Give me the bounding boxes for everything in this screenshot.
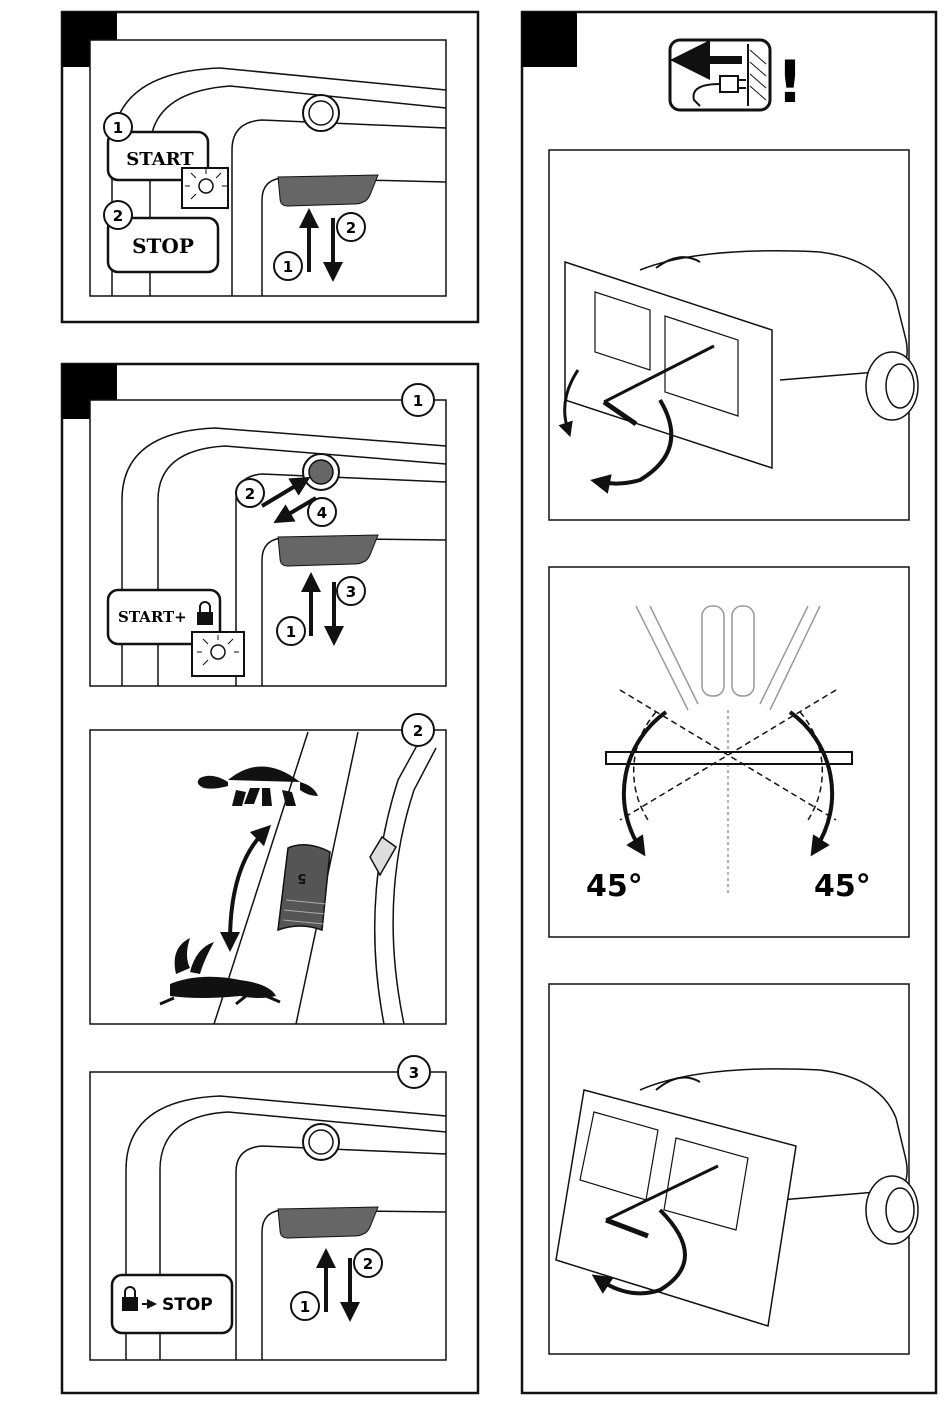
subpanel-bevel-angle: 45° 45° [549, 567, 909, 937]
stop-label: STOP [132, 234, 194, 258]
lock-stop-label: STOP [162, 1295, 213, 1315]
angle-left-label: 45° [586, 869, 643, 904]
subpanel-lock-on: 2 4 1 3 START+ 1 [90, 384, 446, 686]
start-label: START [126, 149, 194, 170]
subpanel-badge: 1 [413, 392, 423, 410]
step-number: 1 [113, 119, 123, 137]
start-lock-label: START+ [118, 608, 187, 626]
subpanel-badge: 2 [413, 722, 423, 740]
arrow-number: 1 [300, 1298, 310, 1316]
subpanel-unlock-base [549, 150, 918, 520]
warning-mark: ! [777, 48, 803, 116]
arrow-number: 4 [317, 504, 327, 522]
panel-bevel-adjust: ! 45° 4 [522, 12, 936, 1393]
panel-lock-speed: 2 4 1 3 START+ 1 [62, 364, 478, 1393]
arrow-number: 3 [346, 583, 356, 601]
panel-start-stop: START 1 STOP 2 1 2 [62, 12, 478, 322]
arrow-number: 2 [245, 485, 255, 503]
angle-right-label: 45° [814, 869, 871, 904]
arrow-number: 1 [286, 623, 296, 641]
subpanel-badge: 3 [409, 1064, 419, 1082]
panel-corner-marker [522, 12, 577, 67]
light-bulb-icon [192, 632, 244, 676]
arrow-number: 1 [283, 258, 293, 276]
arrow-number: 2 [363, 1255, 373, 1273]
subpanel-tilted-base [549, 984, 918, 1354]
speed-dial-value: 5 [297, 870, 306, 885]
subpanel-lock-off: 1 2 STOP 3 [90, 1056, 446, 1360]
arrow-number: 2 [346, 219, 356, 237]
step-number: 2 [113, 207, 123, 225]
trigger-switch [278, 175, 378, 206]
unplug-icon [670, 40, 770, 110]
light-bulb-icon [182, 168, 228, 208]
lock-button [309, 460, 333, 484]
subpanel-speed-control: 5 2 [90, 714, 446, 1024]
